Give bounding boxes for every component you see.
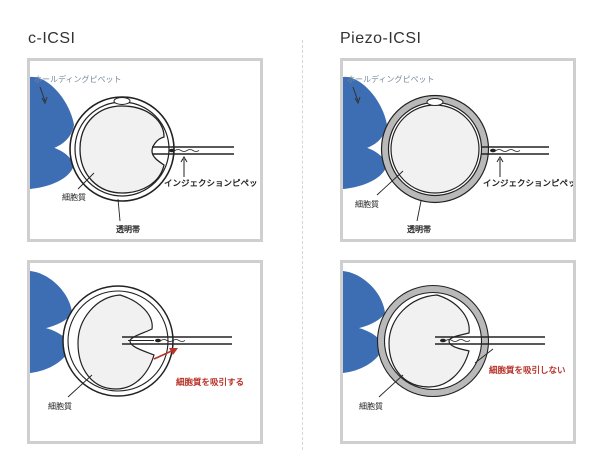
holding-pipette-upper-lobe (30, 76, 74, 153)
holding-pipette-lower-lobe (343, 325, 383, 373)
aspirate-arrowhead (169, 348, 178, 355)
piezo-icsi-after-panel: 細胞質を吸引しない 細胞質 (340, 260, 576, 444)
holding-pipette-upper-lobe (343, 271, 385, 331)
sperm-tail (445, 339, 471, 342)
sperm-tail (495, 149, 521, 152)
egg-cytoplasm (388, 294, 470, 388)
holding-pipette-lower-lobe (343, 144, 387, 189)
egg-cytoplasm (77, 294, 155, 390)
cytoplasm-leader (77, 172, 95, 190)
polar-body (426, 98, 444, 106)
cytoplasm-leader (376, 170, 404, 196)
zona-outer-edge (380, 94, 490, 204)
cytoplasm-leader (67, 374, 93, 398)
sperm-tail (160, 339, 186, 342)
injection-pipette-arrowhead (496, 156, 504, 163)
holding-pipette-label: ホールディングピペット (34, 74, 121, 84)
sperm-tail (174, 149, 200, 152)
piezo-icsi-before-diagram: ホールディングピペット インジェクションピペット 細胞質 透明帯 (343, 74, 573, 234)
egg-cytoplasm (79, 105, 165, 194)
holding-pipette-label: ホールディングピペット (347, 74, 434, 84)
injection-pipette-label: インジェクションピペット (164, 178, 260, 189)
no-aspirate-leader (474, 348, 494, 364)
zona-ring (377, 285, 489, 397)
zona-leader (416, 200, 422, 222)
holding-pipette-upper-lobe (30, 271, 72, 331)
injection-pipette-label: インジェクションピペット (483, 178, 573, 189)
piezo-icsi-after-diagram: 細胞質を吸引しない 細胞質 (343, 271, 566, 411)
sperm-head (169, 148, 175, 153)
c-icsi-before-diagram: ホールディングピペット インジェクションピペット 細胞質 透明帯 (30, 74, 260, 234)
holding-pipette-lower-lobe (30, 325, 70, 373)
aspirate-label: 細胞質を吸引する (176, 377, 244, 388)
piezo-icsi-before-panel: ホールディングピペット インジェクションピペット 細胞質 透明帯 (340, 58, 576, 242)
zona-leader (117, 198, 121, 222)
c-icsi-title: c-ICSI (28, 30, 76, 47)
sperm-head (490, 148, 496, 153)
column-divider (302, 40, 303, 450)
cytoplasm-label: 細胞質 (355, 199, 379, 209)
zona-label: 透明帯 (407, 224, 431, 234)
sperm-head (440, 338, 446, 343)
cytoplasm-label: 細胞質 (48, 401, 72, 411)
cytoplasm-label: 細胞質 (62, 192, 86, 202)
zona-label: 透明帯 (116, 224, 140, 234)
holding-pipette-leader (39, 86, 46, 102)
c-icsi-before-panel: ホールディングピペット インジェクションピペット 細胞質 透明帯 (27, 58, 263, 242)
holding-pipette-leader (352, 86, 359, 102)
cytoplasm-label: 細胞質 (359, 401, 383, 411)
holding-pipette-lower-lobe (30, 144, 74, 189)
sperm-head (155, 338, 161, 343)
holding-pipette-arrowhead (41, 96, 48, 105)
no-aspirate-label: 細胞質を吸引しない (489, 365, 566, 376)
zona-outer-edge (376, 284, 490, 398)
holding-pipette-upper-lobe (343, 76, 387, 153)
c-icsi-after-panel: 細胞質を吸引する 細胞質 (27, 260, 263, 444)
holding-pipette-arrowhead (354, 96, 361, 105)
cytoplasm-leader (378, 374, 404, 398)
polar-body (113, 97, 131, 105)
injection-pipette-arrowhead (180, 156, 188, 163)
c-icsi-after-diagram: 細胞質を吸引する 細胞質 (30, 271, 244, 411)
zona-inner-edge (383, 291, 483, 391)
egg-cytoplasm (390, 104, 480, 194)
piezo-icsi-title: Piezo-ICSI (340, 30, 422, 47)
